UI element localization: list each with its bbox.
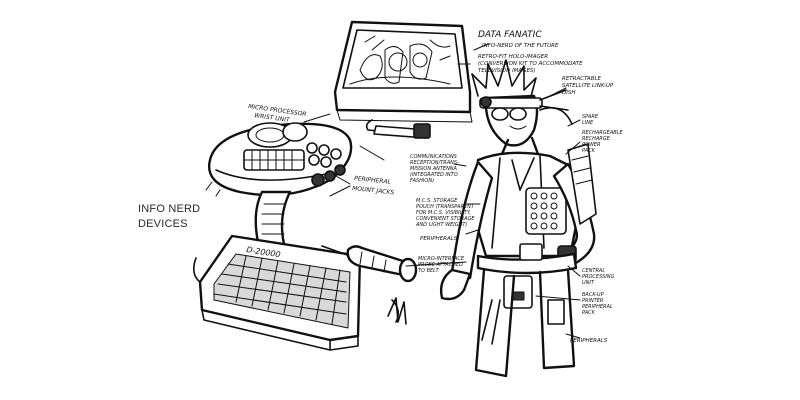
sheet-title: INFO NERD DEVICES [138,202,200,232]
label-retractable-1: RETRACTABLE [562,76,602,82]
label-rechargeable-1: RECHARGEABLE [582,130,623,136]
label-rechargeable-3: POWER [582,142,601,148]
label-backup-3: PERIPHERAL [582,304,613,310]
label-comms-5: FASHION) [410,178,434,184]
label-micro-interface-3: TO BELT [418,268,440,274]
wrist-unit-device [205,122,353,246]
label-mcs-4: CONVENIENT STORAGE [416,216,475,222]
label-central-3: UNIT [582,280,595,286]
leader-lines [303,43,581,339]
label-spare-2: LINE [582,120,594,126]
holo-imager-device [333,20,473,139]
label-micro-interface-2: PROBE ATTACHED [418,262,463,268]
label-micro-interface-1: MICRO-INTERFACE [418,256,465,262]
interface-probe-device [321,245,418,283]
annotations: DATA FANATIC INFO-NERD OF THE FUTURE RET… [248,30,624,344]
label-retractable-3: DISH [562,90,575,96]
label-retro-fit-1: RETRO-FIT HOLO-IMAGER [478,54,548,60]
label-rechargeable-2: RECHARGE [582,136,611,142]
label-mcs-1: M.C.S. STORAGE [416,198,458,204]
label-comms-1: COMMUNICATIONS [410,154,458,160]
keyboard-device: D-20000 [192,234,362,351]
sheet-title-line-1: INFO NERD [138,203,201,215]
label-peripherals-1: PERIPHERALS [420,236,458,242]
label-mcs-2: POUCH (TRANSPARENT [416,204,475,210]
label-central-1: CENTRAL [582,268,605,274]
label-retro-fit-3: TELEVISION IMAGES) [478,68,536,74]
label-retractable-2: SATELLITE LINK-UP [562,83,614,89]
sheet-title-line-2: DEVICES [138,218,188,230]
label-spare-1: SPARE [582,114,599,120]
label-backup-4: PACK [582,310,596,316]
label-mcs-5: AND LIGHT WEIGHT) [415,222,467,228]
label-peripheral-mount-1: PERIPHERAL [354,175,391,186]
label-mcs-3: FOR M.C.S. VISIBILITY, [416,210,471,216]
label-data-fanatic: DATA FANATIC [478,30,542,40]
label-peripherals-2: PERIPHERALS [570,338,608,344]
data-fanatic-character [439,59,597,378]
label-info-nerd-future: INFO-NERD OF THE FUTURE [482,43,559,49]
label-comms-3: MISSION ANTENNA [410,166,458,172]
label-peripheral-mount-2: MOUNT JACKS [352,185,395,196]
artist-signature [387,297,407,325]
label-central-2: PROCESSING [582,274,614,280]
label-comms-4: (INTEGRATED INTO [410,172,458,178]
label-backup-1: BACK-UP [582,292,604,298]
label-comms-2: RECEPTION/TRANS- [410,160,459,166]
label-rechargeable-4: PACK [582,148,596,154]
label-retro-fit-2: (CONVERSION KIT TO ACCOMMODATE [478,61,583,67]
chest-keypad [525,187,567,235]
keyboard-keys [213,253,351,329]
label-backup-2: PRINTER [582,298,603,304]
